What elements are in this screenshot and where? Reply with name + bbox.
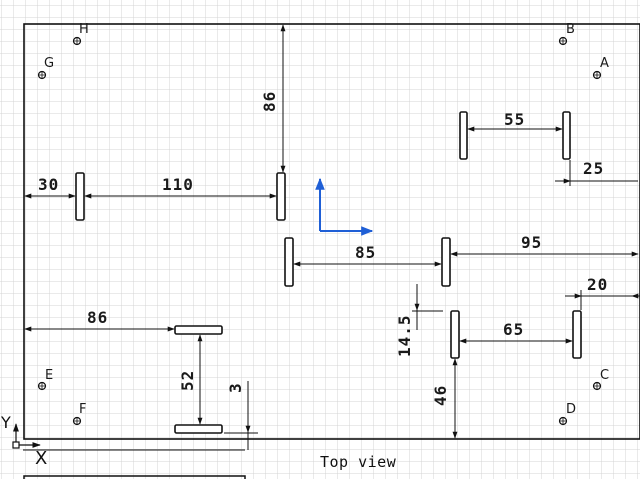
compass-triad-icon[interactable]: [315, 177, 374, 236]
hole-label-a: A: [600, 56, 609, 71]
dim-20[interactable]: 20: [587, 275, 608, 294]
hole-a[interactable]: [592, 70, 602, 80]
hole-h[interactable]: [72, 36, 82, 46]
hole-label-f: F: [79, 402, 86, 417]
slot-lower-left[interactable]: [450, 310, 460, 359]
dim-3[interactable]: 3: [226, 382, 245, 393]
dim-95[interactable]: 95: [521, 233, 542, 252]
slot-top-right-left[interactable]: [459, 111, 468, 160]
hole-e[interactable]: [37, 381, 47, 391]
view-frame-bottom: [23, 475, 246, 479]
slot-lower-right[interactable]: [572, 310, 582, 359]
axis-label-y: Y: [0, 413, 11, 432]
hole-c[interactable]: [592, 381, 602, 391]
view-label[interactable]: Top view: [320, 453, 397, 471]
dim-86-top[interactable]: 86: [260, 91, 279, 112]
hole-f[interactable]: [72, 416, 82, 426]
hole-label-c: C: [600, 368, 609, 383]
dim-85[interactable]: 85: [355, 243, 376, 262]
slot-center-right[interactable]: [441, 237, 451, 287]
dim-25[interactable]: 25: [583, 159, 604, 178]
slot-horizontal-top[interactable]: [174, 325, 223, 335]
dim-52[interactable]: 52: [178, 370, 197, 391]
dim-30[interactable]: 30: [38, 175, 59, 194]
hole-label-d: D: [566, 402, 576, 417]
dim-55[interactable]: 55: [504, 110, 525, 129]
plate-outline[interactable]: [23, 23, 640, 440]
hole-label-e: E: [45, 368, 53, 383]
hole-b[interactable]: [558, 36, 568, 46]
dim-86-left[interactable]: 86: [87, 308, 108, 327]
dim-65[interactable]: 65: [503, 320, 524, 339]
slot-top-right-right[interactable]: [562, 111, 571, 160]
dim-14-5[interactable]: 14.5: [395, 314, 414, 357]
dim-46[interactable]: 46: [431, 385, 450, 406]
origin-axes-icon: [12, 423, 41, 449]
dim-110[interactable]: 110: [162, 175, 194, 194]
slot-mid-center[interactable]: [276, 172, 286, 221]
hole-label-g: G: [44, 56, 54, 71]
hole-d[interactable]: [558, 416, 568, 426]
slot-center-left[interactable]: [284, 237, 294, 287]
holes: [37, 36, 602, 426]
slot-horizontal-bottom[interactable]: [174, 424, 223, 434]
hole-label-h: H: [79, 22, 89, 37]
hole-label-b: B: [566, 22, 575, 37]
hole-g[interactable]: [37, 70, 47, 80]
slot-mid-left[interactable]: [75, 172, 85, 221]
axis-label-x: X: [35, 448, 47, 469]
